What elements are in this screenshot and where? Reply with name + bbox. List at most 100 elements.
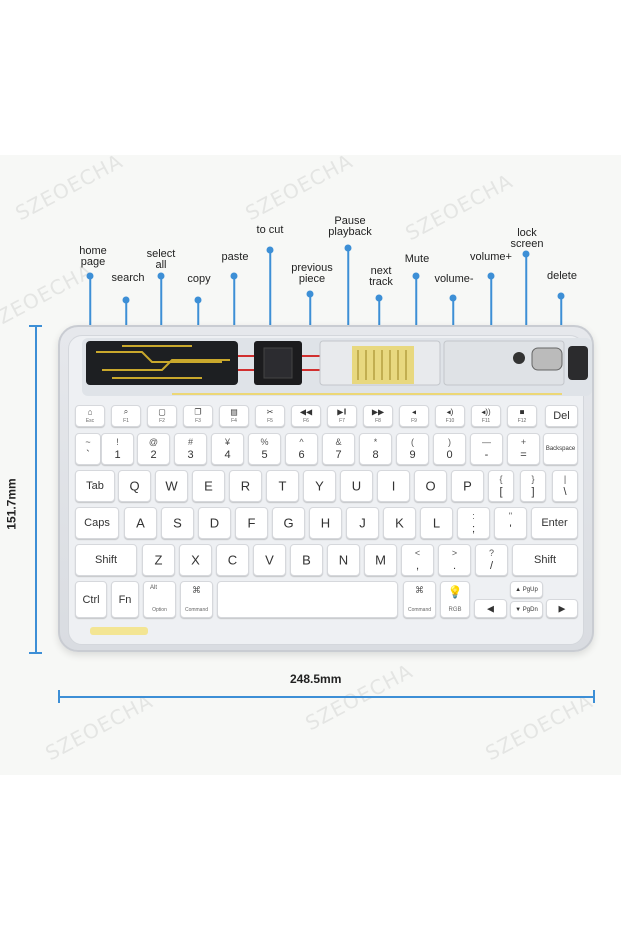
callout-previous-piece: previous piece bbox=[291, 262, 333, 285]
key-caps[interactable]: Caps bbox=[75, 507, 119, 539]
dimension-tick bbox=[58, 690, 60, 703]
key-arrow-left[interactable]: ◀ bbox=[474, 599, 507, 618]
key-f9[interactable]: ◂F9 bbox=[399, 405, 429, 427]
height-dimension-label: 151.7mm bbox=[4, 478, 19, 530]
key-f10[interactable]: ◂)F10 bbox=[435, 405, 465, 427]
key-4[interactable]: ¥4 bbox=[211, 433, 244, 465]
key-esc[interactable]: ⌂Esc bbox=[75, 405, 105, 427]
pcb-traces bbox=[96, 345, 230, 379]
key-ctrl[interactable]: Ctrl bbox=[75, 581, 107, 618]
key-o[interactable]: O bbox=[414, 470, 447, 502]
key-1[interactable]: !1 bbox=[101, 433, 134, 465]
key-m[interactable]: M bbox=[364, 544, 397, 576]
key-c[interactable]: C bbox=[216, 544, 249, 576]
key-f4[interactable]: ▤F4 bbox=[219, 405, 249, 427]
key-z[interactable]: Z bbox=[142, 544, 175, 576]
battery-cell bbox=[263, 347, 293, 379]
key-left-bracket[interactable]: {[ bbox=[488, 470, 514, 502]
key-k[interactable]: K bbox=[383, 507, 416, 539]
callout-volume-up: volume+ bbox=[470, 251, 512, 263]
key-7[interactable]: &7 bbox=[322, 433, 355, 465]
key-t[interactable]: T bbox=[266, 470, 299, 502]
light-bulb-icon: 💡 bbox=[447, 585, 463, 599]
mute-icon: ◂ bbox=[411, 407, 416, 417]
key-2[interactable]: @2 bbox=[137, 433, 170, 465]
key-s[interactable]: S bbox=[161, 507, 194, 539]
key-f1[interactable]: ⌕F1 bbox=[111, 405, 141, 427]
key-quote[interactable]: "' bbox=[494, 507, 527, 539]
dimension-tick bbox=[29, 652, 42, 654]
key-5[interactable]: %5 bbox=[248, 433, 281, 465]
key-f6[interactable]: ◀◀F6 bbox=[291, 405, 321, 427]
key-rgb[interactable]: 💡 RGB bbox=[440, 581, 470, 618]
key-right-bracket[interactable]: }] bbox=[520, 470, 546, 502]
key-l[interactable]: L bbox=[420, 507, 453, 539]
chip-pins bbox=[357, 350, 407, 380]
key-slash[interactable]: ?/ bbox=[475, 544, 508, 576]
cut-icon: ✂ bbox=[266, 407, 274, 417]
key-command-right[interactable]: ⌘ Command bbox=[403, 581, 436, 618]
key-f12[interactable]: ■F12 bbox=[507, 405, 537, 427]
key-semicolon[interactable]: :; bbox=[457, 507, 490, 539]
key-h[interactable]: H bbox=[309, 507, 342, 539]
key-6[interactable]: ^6 bbox=[285, 433, 318, 465]
callout-search: search bbox=[111, 272, 145, 284]
key-fn[interactable]: Fn bbox=[111, 581, 139, 618]
key-tab[interactable]: Tab bbox=[75, 470, 115, 502]
key-f11[interactable]: ◂))F11 bbox=[471, 405, 501, 427]
key-f5[interactable]: ✂F5 bbox=[255, 405, 285, 427]
key-b[interactable]: B bbox=[290, 544, 323, 576]
key-w[interactable]: W bbox=[155, 470, 188, 502]
key-enter[interactable]: Enter bbox=[531, 507, 578, 539]
key-shift-right[interactable]: Shift bbox=[512, 544, 578, 576]
key-q[interactable]: Q bbox=[118, 470, 151, 502]
key-p[interactable]: P bbox=[451, 470, 484, 502]
key-period[interactable]: >. bbox=[438, 544, 471, 576]
key-comma[interactable]: <, bbox=[401, 544, 434, 576]
copy-icon: ❐ bbox=[194, 407, 202, 417]
key-3[interactable]: #3 bbox=[174, 433, 207, 465]
circuit-board-art bbox=[86, 340, 588, 395]
callout-to-cut: to cut bbox=[256, 224, 284, 236]
key-shift-left[interactable]: Shift bbox=[75, 544, 137, 576]
key-e[interactable]: E bbox=[192, 470, 225, 502]
key-arrow-right[interactable]: ▶ bbox=[546, 599, 578, 618]
key-9[interactable]: (9 bbox=[396, 433, 429, 465]
key-d[interactable]: D bbox=[198, 507, 231, 539]
key-f2[interactable]: ▢F2 bbox=[147, 405, 177, 427]
key-f[interactable]: F bbox=[235, 507, 268, 539]
callout-paste: paste bbox=[221, 251, 249, 263]
key-minus[interactable]: —- bbox=[470, 433, 503, 465]
key-alt[interactable]: Alt Option bbox=[143, 581, 176, 618]
key-space[interactable] bbox=[217, 581, 398, 618]
pgdn-label: ▼ PgDn bbox=[515, 606, 538, 613]
key-backslash[interactable]: |\ bbox=[552, 470, 578, 502]
key-del[interactable]: Del bbox=[545, 405, 578, 427]
key-0[interactable]: )0 bbox=[433, 433, 466, 465]
wires bbox=[238, 355, 322, 371]
key-backtick[interactable]: ~` bbox=[75, 433, 101, 465]
key-y[interactable]: Y bbox=[303, 470, 336, 502]
key-g[interactable]: G bbox=[272, 507, 305, 539]
key-f8[interactable]: ▶▶F8 bbox=[363, 405, 393, 427]
key-u[interactable]: U bbox=[340, 470, 373, 502]
key-f3[interactable]: ❐F3 bbox=[183, 405, 213, 427]
key-arrow-up[interactable]: ▲ PgUp bbox=[510, 581, 543, 598]
key-equals[interactable]: += bbox=[507, 433, 540, 465]
key-r[interactable]: R bbox=[229, 470, 262, 502]
key-i[interactable]: I bbox=[377, 470, 410, 502]
key-8[interactable]: *8 bbox=[359, 433, 392, 465]
play-pause-icon: ▶‖ bbox=[337, 407, 347, 417]
key-n[interactable]: N bbox=[327, 544, 360, 576]
key-v[interactable]: V bbox=[253, 544, 286, 576]
key-a[interactable]: A bbox=[124, 507, 157, 539]
watermark: SZEOECHA bbox=[401, 168, 517, 246]
key-backspace[interactable]: Backspace bbox=[543, 433, 578, 465]
paste-icon: ▤ bbox=[230, 407, 238, 417]
key-command-left[interactable]: ⌘ Command bbox=[180, 581, 213, 618]
key-f7[interactable]: ▶‖F7 bbox=[327, 405, 357, 427]
key-x[interactable]: X bbox=[179, 544, 212, 576]
key-arrow-down[interactable]: ▼ PgDn bbox=[510, 601, 543, 618]
key-j[interactable]: J bbox=[346, 507, 379, 539]
home-icon: ⌂ bbox=[87, 407, 93, 417]
